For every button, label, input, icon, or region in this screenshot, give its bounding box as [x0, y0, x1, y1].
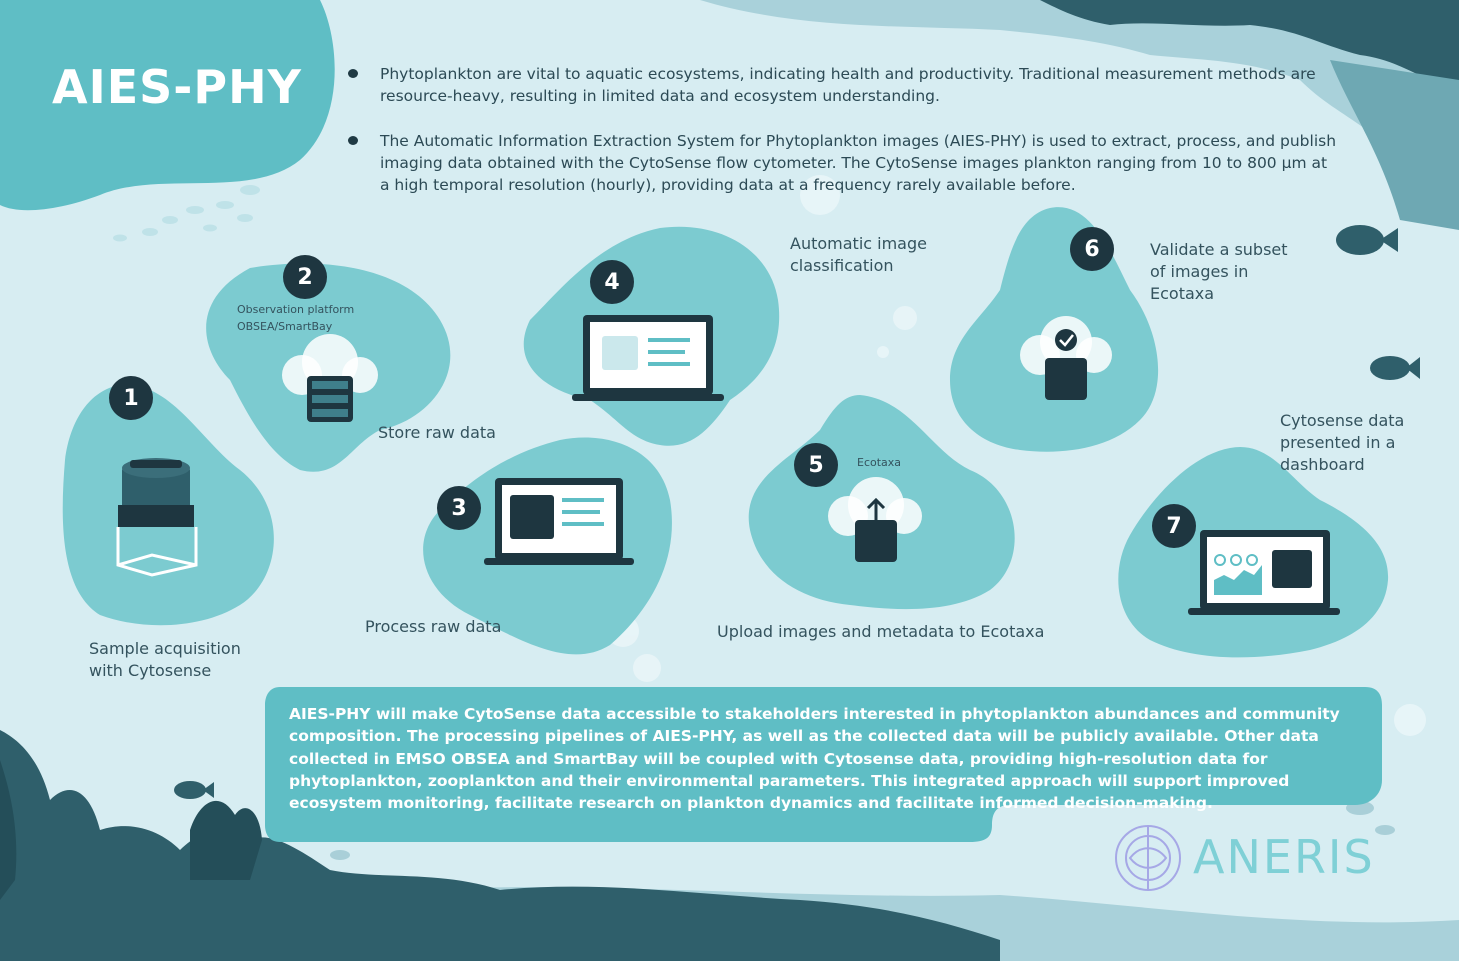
aneris-logo-text: ANERIS: [1193, 830, 1375, 884]
bottom-left-coral: [0, 730, 1000, 961]
step-1-label: Sample acquisition with Cytosense: [89, 639, 241, 680]
cytosense-device-icon: [116, 458, 198, 577]
page-title: AIES-PHY: [52, 60, 302, 114]
bullet-dot: [348, 69, 358, 78]
top-right-rocks: [1040, 0, 1459, 90]
step-3-badge: 3: [437, 486, 481, 530]
step-2-sublabel: Observation platform OBSEA/SmartBay: [237, 303, 355, 333]
step-4-badge: 4: [590, 260, 634, 304]
bottom-left-kelp: [0, 760, 262, 900]
step-6-label: Validate a subset of images in Ecotaxa: [1150, 240, 1288, 303]
intro-bullet-2: The Automatic Information Extraction Sys…: [348, 130, 1348, 200]
cloud-validate-icon: [1020, 316, 1112, 400]
laptop-classification-icon: [572, 315, 724, 401]
bullet-text: The Automatic Information Extraction Sys…: [380, 132, 1337, 194]
cloud-server-icon: [282, 334, 378, 422]
fish-school: [113, 185, 260, 242]
intro-bullet-1: Phytoplankton are vital to aquatic ecosy…: [348, 63, 1348, 111]
summary-text: AIES-PHY will make CytoSense data access…: [289, 705, 1340, 813]
fish-dark: [174, 225, 1420, 799]
step-5-label: Upload images and metadata to Ecotaxa: [717, 622, 1045, 641]
summary-box: AIES-PHY will make CytoSense data access…: [265, 687, 1380, 842]
step-5-badge: 5: [794, 443, 838, 487]
top-right-coral: [1330, 60, 1459, 230]
bullet-dot: [348, 136, 358, 145]
top-right-seaweed: [700, 0, 1459, 230]
laptop-dashboard-icon: [1188, 530, 1340, 615]
step-4-label: Automatic image classification: [790, 234, 927, 275]
step-6-badge: 6: [1070, 227, 1114, 271]
step-1-badge: 1: [109, 376, 153, 420]
step-3-label: Process raw data: [365, 617, 502, 636]
summary-panel: [265, 687, 1382, 842]
step-2-label: Store raw data: [378, 423, 496, 442]
laptop-process-icon: [484, 478, 634, 565]
step-2-badge: 2: [283, 255, 327, 299]
step-7-badge: 7: [1152, 504, 1196, 548]
step-7-label: Cytosense data presented in a dashboard: [1280, 411, 1405, 474]
title-blob: [0, 0, 335, 211]
aneris-logo-icon: [1115, 825, 1181, 891]
step-5-sublabel: Ecotaxa: [857, 456, 902, 469]
cloud-upload-icon: [828, 477, 922, 562]
bullet-text: Phytoplankton are vital to aquatic ecosy…: [380, 65, 1316, 105]
